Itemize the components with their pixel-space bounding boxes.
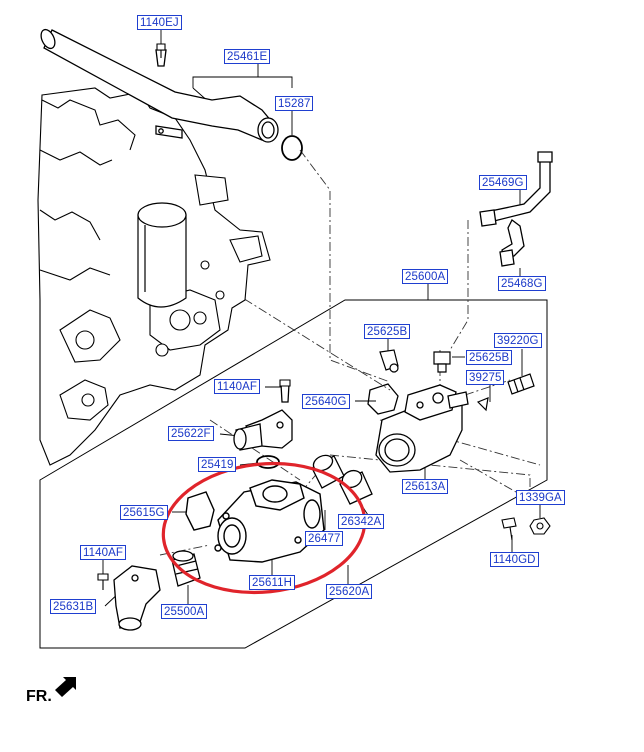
part-label-25600A[interactable]: 25600A xyxy=(402,269,449,284)
thermostat-housing xyxy=(375,384,469,473)
part-label-25468G[interactable]: 25468G xyxy=(498,276,546,291)
sensor-39220G xyxy=(507,373,535,395)
part-label-39220G[interactable]: 39220G xyxy=(494,333,542,348)
assembly-frame xyxy=(39,299,548,649)
bolt-1140EJ xyxy=(156,43,166,58)
part-label-15287[interactable]: 15287 xyxy=(275,96,314,111)
part-label-25620A[interactable]: 25620A xyxy=(326,584,373,599)
upper-water-pipe xyxy=(40,28,279,143)
part-label-1140EJ[interactable]: 1140EJ xyxy=(137,15,182,30)
part-label-25615G[interactable]: 25615G xyxy=(120,505,168,520)
part-label-25625B-right[interactable]: 25625B xyxy=(466,350,513,365)
dashed-leader-lines xyxy=(159,149,541,556)
part-label-25461E[interactable]: 25461E xyxy=(224,49,271,64)
part-label-25613A[interactable]: 25613A xyxy=(402,479,449,494)
part-label-1140AF-lower[interactable]: 1140AF xyxy=(80,545,127,560)
sensor-25625B-left xyxy=(379,349,399,373)
part-label-25469G[interactable]: 25469G xyxy=(479,175,527,190)
part-label-26342A[interactable]: 26342A xyxy=(338,514,385,529)
part-label-39275[interactable]: 39275 xyxy=(466,370,505,385)
sensor-25625B-right xyxy=(433,351,451,373)
water-outlet-housing xyxy=(214,479,325,563)
part-label-25625B-left[interactable]: 25625B xyxy=(364,324,411,339)
front-orientation-label: FR. xyxy=(26,688,52,705)
part-label-25500A[interactable]: 25500A xyxy=(161,604,208,619)
bolt-1140AF-lower xyxy=(97,573,109,590)
part-label-1140AF-upper[interactable]: 1140AF xyxy=(214,379,261,394)
gasket-25640G xyxy=(367,383,399,415)
part-label-26477[interactable]: 26477 xyxy=(305,531,344,546)
part-label-1140GD[interactable]: 1140GD xyxy=(490,552,539,567)
elbow-25631B xyxy=(113,565,161,631)
part-label-25622F[interactable]: 25622F xyxy=(168,426,214,441)
clip-39275 xyxy=(476,397,489,412)
part-label-1339GA[interactable]: 1339GA xyxy=(516,490,565,505)
o-ring-15287 xyxy=(281,135,303,161)
pipe-25622F xyxy=(233,383,293,451)
front-arrow-icon xyxy=(55,677,76,697)
gasket-25615G xyxy=(185,491,215,531)
part-label-25631B[interactable]: 25631B xyxy=(50,599,97,614)
heater-hose xyxy=(479,151,553,267)
part-label-25640G[interactable]: 25640G xyxy=(302,394,350,409)
bolt-1140GD xyxy=(501,517,517,541)
bolt-1140AF-upper xyxy=(279,379,291,387)
part-label-25419[interactable]: 25419 xyxy=(198,457,237,472)
oil-filter xyxy=(137,202,187,308)
part-label-25611H[interactable]: 25611H xyxy=(249,575,296,590)
nut-1339GA xyxy=(529,517,551,535)
